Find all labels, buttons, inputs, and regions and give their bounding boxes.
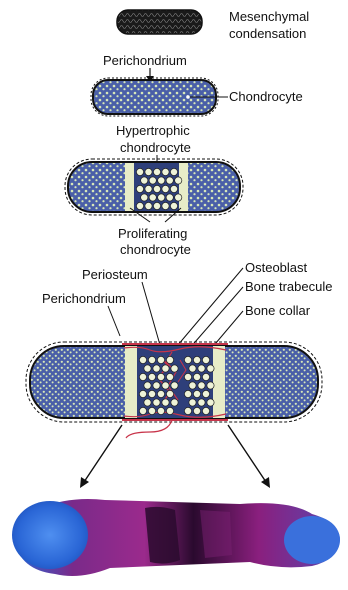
hypertrophic-cell (202, 373, 209, 380)
arrow-to-photo-left (80, 425, 122, 488)
hypertrophic-cell (149, 194, 156, 201)
hypertrophic-cell (136, 168, 143, 175)
hypertrophic-cell (170, 202, 177, 209)
hypertrophic-cell (171, 382, 178, 389)
hypertrophic-cell (139, 356, 146, 363)
hypertrophic-cell (184, 390, 191, 397)
hypertrophic-cell (193, 407, 200, 414)
stained-bone-photo (0, 488, 348, 585)
hypertrophic-cell (136, 202, 143, 209)
label-perichondrium-bottom: Perichondrium (42, 291, 126, 306)
label-proliferating-line2: chondrocyte (120, 242, 191, 257)
hypertrophic-cell (153, 382, 160, 389)
label-proliferating-line1: Proliferating (118, 226, 187, 241)
hypertrophic-cell (139, 407, 146, 414)
hypertrophic-cell (144, 399, 151, 406)
hypertrophic-cell (157, 390, 164, 397)
hypertrophic-cell (144, 365, 151, 372)
hypertrophic-cell (166, 194, 173, 201)
hypertrophic-cell (145, 168, 152, 175)
hypertrophic-cell (184, 373, 191, 380)
hypertrophic-cell (145, 185, 152, 192)
hypertrophic-cell (170, 168, 177, 175)
hypertrophic-cell (189, 399, 196, 406)
label-osteoblast: Osteoblast (245, 260, 308, 275)
hypertrophic-cell (153, 185, 160, 192)
hypertrophic-cell (153, 365, 160, 372)
hypertrophic-cell (162, 382, 169, 389)
hypertrophic-cell (162, 202, 169, 209)
hypertrophic-cell (184, 407, 191, 414)
hypertrophic-cell (166, 177, 173, 184)
hypertrophic-cell (158, 177, 165, 184)
hypertrophic-cell (193, 390, 200, 397)
hypertrophic-cell (207, 399, 214, 406)
label-hypertrophic-line2: chondrocyte (120, 140, 191, 155)
hypertrophic-cell (148, 373, 155, 380)
hypertrophic-cell (158, 194, 165, 201)
hypertrophic-cell (166, 373, 173, 380)
hypertrophic-cell (184, 356, 191, 363)
hypertrophic-cell (136, 185, 143, 192)
hypertrophic-cell (162, 185, 169, 192)
hypertrophic-cell (141, 177, 148, 184)
hypertrophic-cell (207, 365, 214, 372)
label-bone-collar: Bone collar (245, 303, 311, 318)
hypertrophic-cell (148, 390, 155, 397)
hypertrophic-cell (207, 382, 214, 389)
hypertrophic-cell (153, 399, 160, 406)
hypertrophic-cell (157, 373, 164, 380)
label-bone-trabecule: Bone trabecule (245, 279, 332, 294)
hypertrophic-cell (171, 399, 178, 406)
hypertrophic-cell (202, 356, 209, 363)
hypertrophic-cell (175, 177, 182, 184)
hypertrophic-cell (171, 365, 178, 372)
label-perichondrium-top: Perichondrium (103, 53, 187, 68)
hypertrophic-cell (145, 202, 152, 209)
hypertrophic-cell (202, 407, 209, 414)
hypertrophic-cell (189, 365, 196, 372)
hypertrophic-cell (198, 399, 205, 406)
hypertrophic-cell (139, 373, 146, 380)
hypertrophic-cell (189, 382, 196, 389)
hypertrophic-cell (166, 390, 173, 397)
hypertrophic-cell (202, 390, 209, 397)
mesenchymal-condensation (117, 10, 202, 34)
label-hypertrophic-line1: Hypertrophic (116, 123, 190, 138)
hypertrophic-cell (153, 168, 160, 175)
hypertrophic-cell (144, 382, 151, 389)
hypertrophic-cell (162, 399, 169, 406)
label-chondrocyte: Chondrocyte (229, 89, 303, 104)
label-mesenchymal-line1: Mesenchymal (229, 9, 309, 24)
hypertrophic-cell (153, 202, 160, 209)
hypertrophic-cell (193, 356, 200, 363)
hypertrophic-cell (198, 365, 205, 372)
hypertrophic-cell (148, 356, 155, 363)
hypertrophic-cell (157, 407, 164, 414)
label-periosteum: Periosteum (82, 267, 148, 282)
hypertrophic-cell (175, 194, 182, 201)
hypertrophic-cell (166, 407, 173, 414)
label-mesenchymal-line2: condensation (229, 26, 306, 41)
hypertrophic-cell (148, 407, 155, 414)
hypertrophic-cell (157, 356, 164, 363)
hypertrophic-cell (141, 194, 148, 201)
hypertrophic-cell (166, 356, 173, 363)
hypertrophic-cell (170, 185, 177, 192)
hypertrophic-cell (193, 373, 200, 380)
hypertrophic-cell (198, 382, 205, 389)
hypertrophic-cell (139, 390, 146, 397)
ossifying-bone (26, 342, 322, 438)
hypertrophic-cell (162, 168, 169, 175)
hypertrophic-cell (149, 177, 156, 184)
hypertrophic-cell (162, 365, 169, 372)
arrow-to-photo-right (228, 425, 270, 488)
